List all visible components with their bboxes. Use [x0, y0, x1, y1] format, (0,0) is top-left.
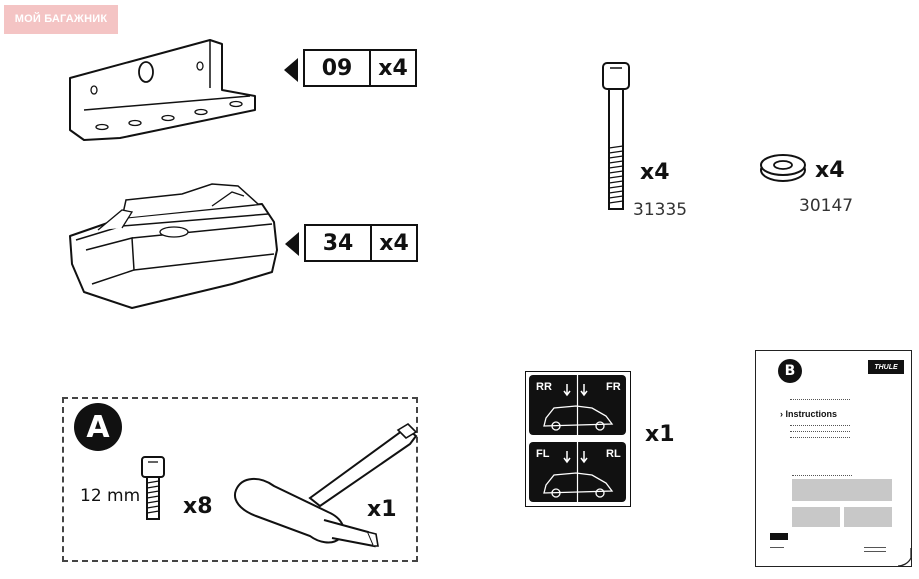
sticker-label-rr: RR	[536, 381, 552, 393]
washer-illustration	[760, 154, 806, 182]
t-handle-wrench-illustration	[234, 422, 418, 548]
pointer-arrow-icon	[285, 232, 299, 256]
kit-a-box	[62, 397, 418, 562]
thule-logo: THULE	[868, 360, 904, 374]
bracket-illustration	[69, 39, 256, 141]
pointer-arrow-icon	[284, 58, 298, 82]
instructions-label: Instructions	[785, 409, 838, 419]
booklet-badge: B	[778, 359, 802, 383]
long-bolt-illustration	[602, 62, 630, 210]
washer-quantity: x4	[815, 158, 845, 183]
sticker-label-fr: FR	[606, 381, 621, 393]
instruction-booklet: B THULE › Instructions	[755, 350, 912, 567]
short-bolt-quantity: x8	[183, 494, 213, 519]
bolt-length-label: 12 mm	[80, 486, 141, 506]
washer-part-number: 30147	[799, 196, 854, 216]
part-quantity: x4	[379, 230, 409, 256]
sticker-label-fl: FL	[536, 448, 550, 460]
foot-pad-illustration	[69, 183, 278, 309]
watermark-badge: МОЙ БАГАЖНИК	[4, 5, 118, 34]
part-tag-bracket: 09 x4	[303, 49, 417, 87]
sticker-quantity: x1	[645, 422, 675, 447]
position-sticker: RR FR FL RL	[525, 371, 631, 507]
wrench-quantity: x1	[367, 497, 397, 522]
sticker-label-rl: RL	[606, 448, 621, 460]
part-code: 09	[305, 51, 371, 85]
long-bolt-quantity: x4	[640, 160, 670, 185]
part-code: 34	[306, 226, 372, 260]
instructions-heading: › Instructions	[780, 409, 838, 419]
short-bolt-illustration	[141, 456, 165, 520]
kit-a-badge: A	[74, 403, 122, 451]
long-bolt-part-number: 31335	[633, 200, 688, 220]
part-tag-foot-pad: 34 x4	[304, 224, 418, 262]
part-quantity: x4	[378, 55, 408, 81]
page-curl-icon	[898, 548, 912, 567]
